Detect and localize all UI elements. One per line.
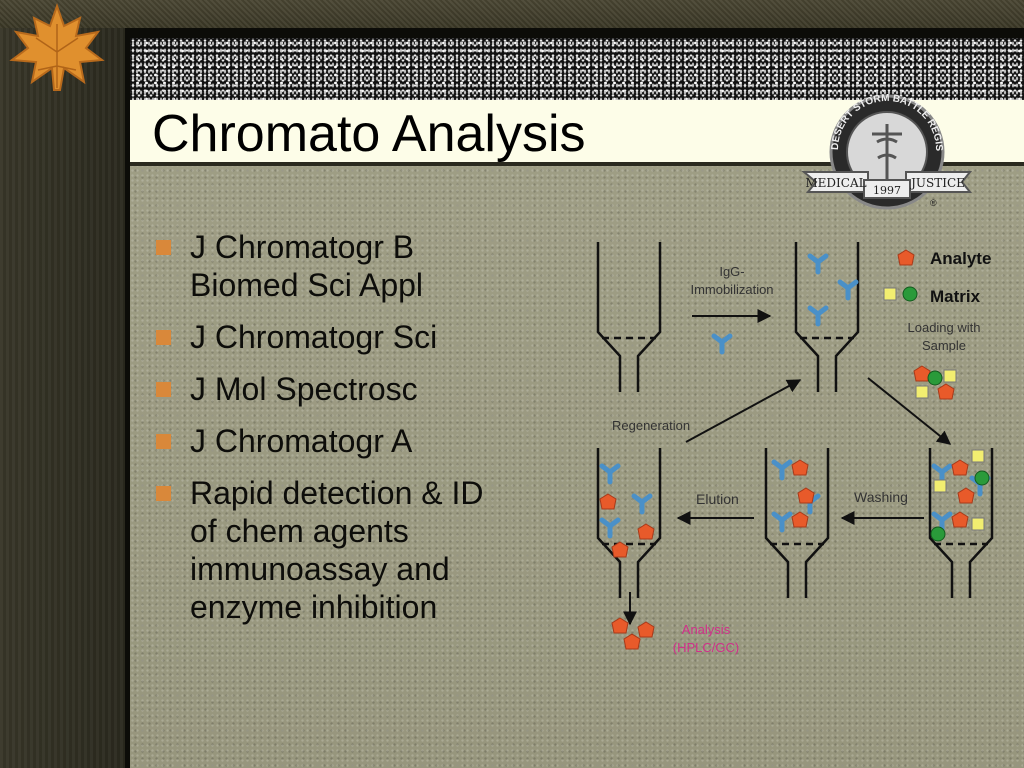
column-immobilized: [794, 240, 860, 394]
diagram-legend: Analyte Matrix: [883, 249, 991, 306]
seal-registered-mark: ®: [930, 198, 937, 208]
matrix-group: [915, 369, 990, 542]
top-border: [125, 28, 1024, 38]
analysis-label-2: (HPLC/GC): [673, 640, 739, 655]
analysis-label-1: Analysis: [682, 622, 731, 637]
bullet-square-icon: [156, 330, 171, 345]
left-band: [0, 28, 125, 768]
loading-label-1: Loading with: [908, 320, 981, 335]
bullet-text-line: J Mol Spectrosc: [190, 371, 418, 407]
bullet-item: J Chromatogr A: [152, 422, 572, 460]
maple-leaf-icon: [9, 2, 105, 91]
decorative-noise-strip: [130, 38, 1024, 100]
bullet-square-icon: [156, 434, 171, 449]
legend-analyte: Analyte: [930, 249, 991, 268]
immobilization-label-1: IgG-: [719, 264, 744, 279]
bullet-text-line: J Chromatogr Sci: [190, 319, 438, 355]
washing-label: Washing: [854, 489, 908, 505]
bullet-item: J Mol Spectrosc: [152, 370, 572, 408]
bullet-item: J Chromatogr Sci: [152, 318, 572, 356]
bullet-text-line: of chem agents: [190, 513, 409, 549]
medical-justice-seal: DESERT STORM BATTLE REGISTRY MEDICAL JUS…: [798, 72, 973, 210]
analyte-group: [599, 365, 975, 650]
seal-banner-right: JUSTICE: [909, 176, 965, 190]
column-empty: [596, 240, 662, 394]
bullet-text-line: J Chromatogr B: [190, 229, 415, 265]
immobilization-label-2: Immobilization: [690, 282, 773, 297]
bullet-square-icon: [156, 240, 171, 255]
bullet-text-line: enzyme inhibition: [190, 589, 438, 625]
bullet-text-line: Biomed Sci Appl: [190, 267, 424, 303]
left-border: [125, 28, 130, 768]
legend-matrix: Matrix: [930, 287, 981, 306]
loading-label-2: Sample: [922, 338, 966, 353]
elution-label: Elution: [696, 491, 739, 507]
page-title: Chromato Analysis: [152, 105, 586, 163]
immunoaffinity-diagram: IgG- Immobilization Regeneration Elution…: [596, 240, 994, 655]
bullet-text-line: Rapid detection & ID: [190, 475, 484, 511]
regeneration-label: Regeneration: [612, 418, 690, 433]
title-bar-divider: [130, 162, 1024, 166]
top-band: [0, 0, 1024, 28]
seal-banner-left: MEDICAL: [805, 176, 866, 190]
bullet-text-line: immunoassay and: [190, 551, 450, 587]
bullet-square-icon: [156, 486, 171, 501]
bullet-square-icon: [156, 382, 171, 397]
seal-year: 1997: [873, 184, 901, 197]
bullet-text-line: J Chromatogr A: [190, 423, 413, 459]
